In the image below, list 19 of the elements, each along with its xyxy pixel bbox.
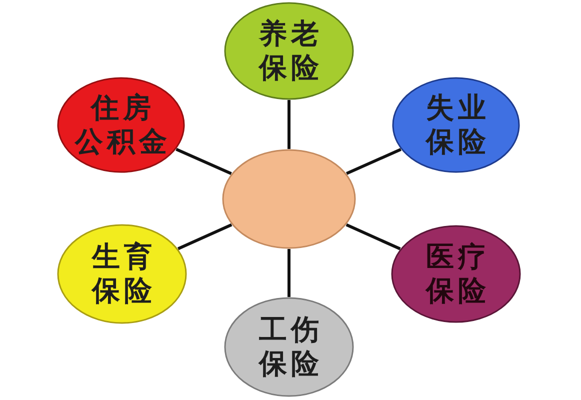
node-label: 住房公积金 [74,91,172,159]
oval-node [392,77,520,173]
node-label: 生育保险 [90,240,156,308]
connector-line [288,249,290,297]
node-label: 医疗保险 [424,240,490,308]
oval-node [222,149,356,249]
oval-node [57,77,185,173]
node-label: 工伤保险 [257,313,324,381]
connector-line [346,223,401,250]
node-label: 失业保险 [424,91,490,159]
oval-node [57,224,187,324]
connector-line [288,100,290,149]
oval-node [224,2,354,100]
connector-line [176,148,232,175]
connector-line [346,148,402,175]
node-label: 养老保险 [257,17,324,85]
oval-node [224,297,354,397]
connector-line [177,223,232,250]
oval-node [391,225,521,323]
